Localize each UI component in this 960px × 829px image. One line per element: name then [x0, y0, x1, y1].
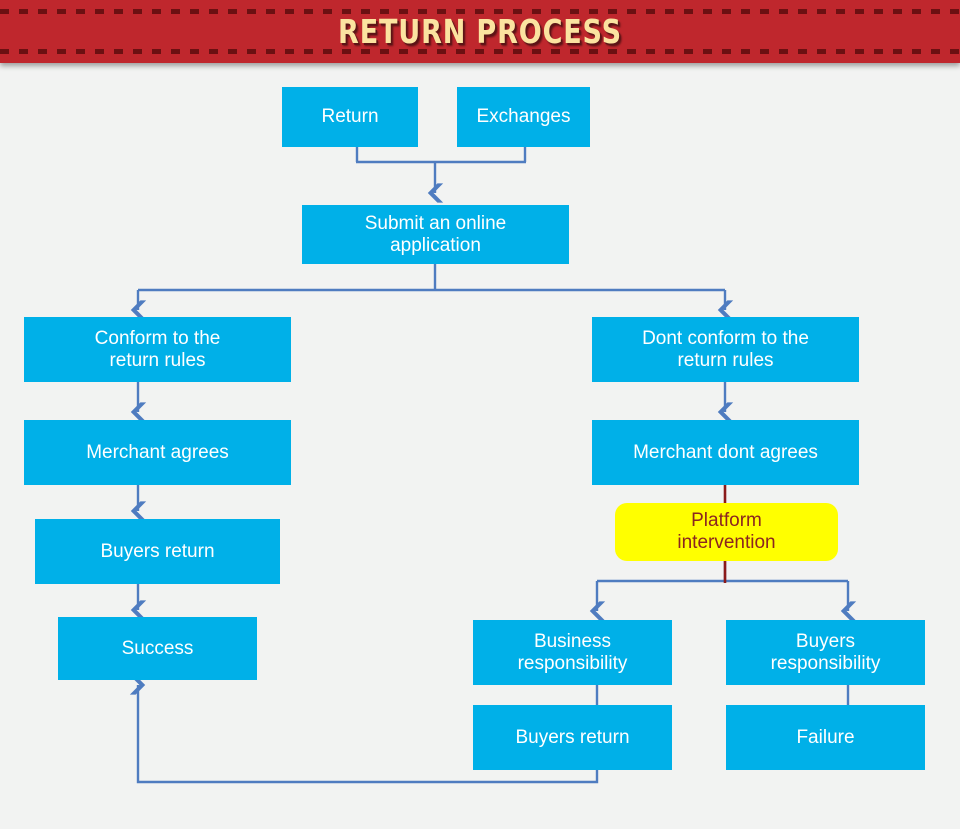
- node-merchant-agrees[interactable]: Merchant agrees: [24, 420, 291, 485]
- node-submit-application[interactable]: Submit an online application: [302, 205, 569, 264]
- edge-feedback-to-success: [129, 675, 599, 784]
- node-buyers-responsibility[interactable]: Buyers responsibility: [726, 620, 925, 685]
- node-failure[interactable]: Failure: [726, 705, 925, 770]
- node-business-responsibility[interactable]: Business responsibility: [473, 620, 672, 685]
- node-success[interactable]: Success: [58, 617, 257, 680]
- node-buyers-return-left[interactable]: Buyers return: [35, 519, 280, 584]
- node-dont-conform-return-rules[interactable]: Dont conform to the return rules: [592, 317, 859, 382]
- node-platform-intervention[interactable]: Platform intervention: [615, 503, 838, 561]
- flowchart-canvas: Return Exchanges Submit an online applic…: [0, 63, 960, 829]
- flowchart-connectors: [129, 147, 857, 784]
- node-buyers-return-right[interactable]: Buyers return: [473, 705, 672, 770]
- header-banner: RETURN PROCESS: [0, 0, 960, 63]
- node-conform-return-rules[interactable]: Conform to the return rules: [24, 317, 291, 382]
- page-title: RETURN PROCESS: [338, 12, 622, 51]
- node-exchanges[interactable]: Exchanges: [457, 87, 590, 147]
- node-return[interactable]: Return: [282, 87, 418, 147]
- node-merchant-dont-agrees[interactable]: Merchant dont agrees: [592, 420, 859, 485]
